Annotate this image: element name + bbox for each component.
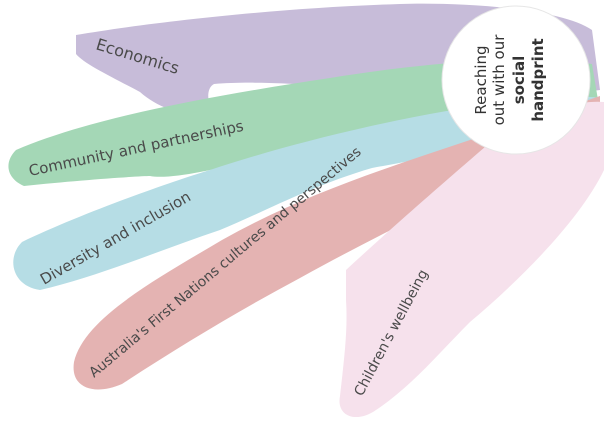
finger-diversity — [13, 96, 601, 290]
center-text-group: Reaching out with our social handprint — [472, 34, 547, 126]
center-line-1: Reaching — [472, 45, 490, 114]
center-line-4: handprint — [529, 38, 547, 121]
center-line-3: social — [510, 56, 528, 105]
center-circle — [441, 5, 591, 155]
finger-wellbeing — [339, 101, 604, 418]
center-line-2: out with our — [490, 34, 508, 126]
